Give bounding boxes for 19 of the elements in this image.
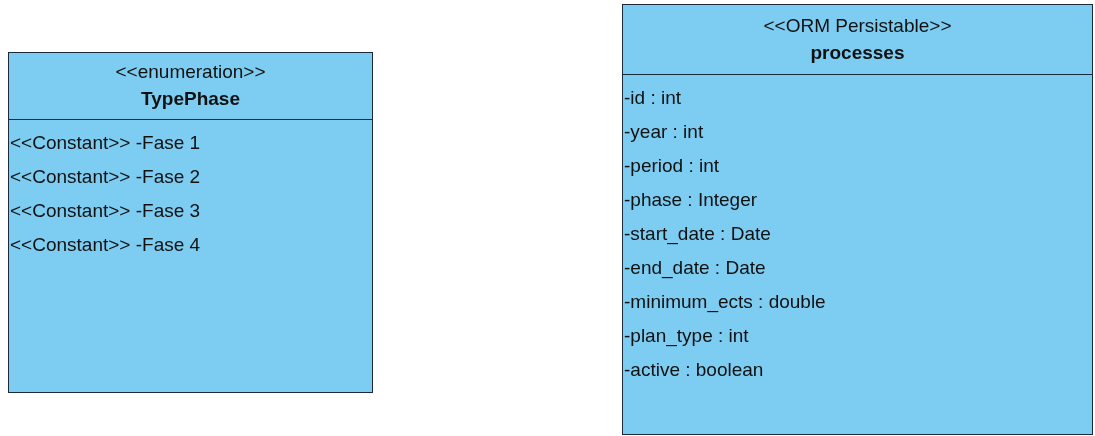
class-name: TypePhase	[141, 87, 240, 111]
attribute-text: -end_date : Date	[623, 256, 766, 281]
attribute-text: <<Constant>> -Fase 2	[9, 165, 201, 189]
attribute-text: -start_date : Date	[623, 222, 771, 247]
uml-class-box	[8, 52, 373, 393]
class-name: processes	[810, 40, 905, 65]
uml-class-box	[622, 4, 1093, 435]
attribute-text: -plan_type : int	[623, 324, 749, 349]
attribute-text: -minimum_ects : double	[623, 290, 826, 315]
attribute-text: -year : int	[623, 120, 704, 144]
attribute-text: -period : int	[623, 154, 720, 178]
attribute-text: <<Constant>> -Fase 1	[9, 131, 201, 155]
attribute-text: -phase : Integer	[623, 188, 758, 212]
attribute-text: <<Constant>> -Fase 3	[9, 199, 201, 223]
stereotype-label: <<enumeration>>	[115, 60, 266, 84]
stereotype-label: <<ORM Persistable>>	[763, 13, 952, 38]
attribute-text: -active : boolean	[623, 358, 764, 382]
attribute-text: <<Constant>> -Fase 4	[9, 233, 201, 257]
attribute-text: -id : int	[623, 86, 682, 110]
